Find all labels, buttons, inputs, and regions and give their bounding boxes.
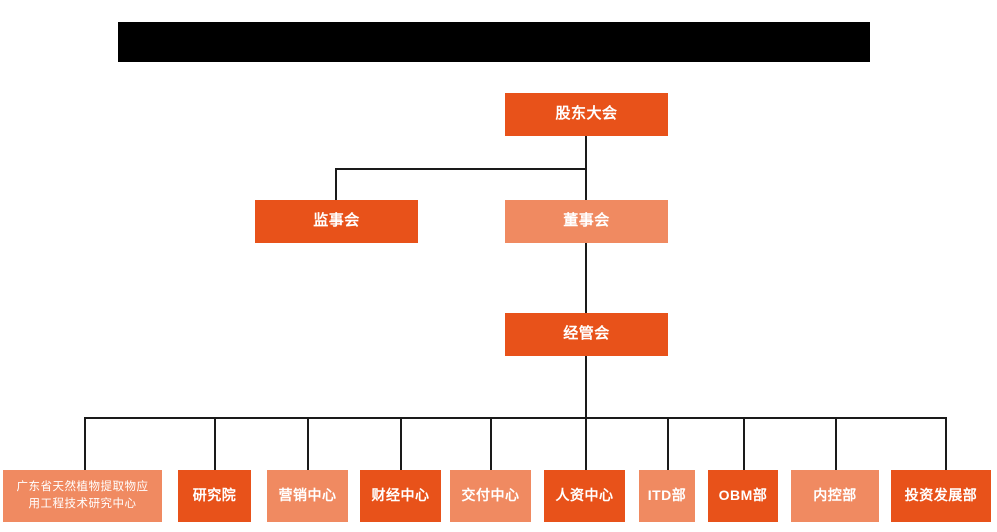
connector-shareholders-down — [585, 136, 587, 170]
node-management-committee-label: 经管会 — [563, 325, 610, 343]
node-internal-control-department-label: 内控部 — [813, 487, 857, 504]
node-finance-center[interactable]: 财经中心 — [360, 470, 441, 522]
connector-departments-bus — [84, 417, 946, 419]
node-board-of-supervisors[interactable]: 监事会 — [255, 200, 418, 243]
node-itd-department[interactable]: ITD部 — [639, 470, 695, 522]
connector-to-finance-center — [400, 417, 402, 470]
node-internal-control-department[interactable]: 内控部 — [791, 470, 879, 522]
node-hr-center[interactable]: 人资中心 — [544, 470, 625, 522]
node-itd-department-label: ITD部 — [647, 487, 687, 504]
connector-to-research-institute — [214, 417, 216, 470]
node-board-of-supervisors-label: 监事会 — [313, 212, 360, 230]
connector-to-itd-department — [667, 417, 669, 470]
redacted-title-bar — [118, 22, 870, 62]
node-hr-center-label: 人资中心 — [555, 487, 614, 504]
node-shareholders-meeting[interactable]: 股东大会 — [505, 93, 668, 136]
connector-to-supervisors — [335, 168, 337, 200]
node-investment-development-department[interactable]: 投资发展部 — [891, 470, 991, 522]
connector-to-internal-control-department — [835, 417, 837, 470]
connector-to-hr-center — [585, 417, 587, 470]
connector-management-down — [585, 355, 587, 418]
node-research-institute[interactable]: 研究院 — [178, 470, 251, 522]
node-guangdong-research-center-label: 广东省天然植物提取物应 用工程技术研究中心 — [16, 481, 149, 510]
connector-to-delivery-center — [490, 417, 492, 470]
connector-directors-to-management — [585, 242, 587, 313]
node-guangdong-research-center[interactable]: 广东省天然植物提取物应 用工程技术研究中心 — [3, 470, 162, 522]
node-obm-department[interactable]: OBM部 — [708, 470, 778, 522]
node-marketing-center[interactable]: 营销中心 — [267, 470, 348, 522]
node-board-of-directors-label: 董事会 — [563, 212, 610, 230]
node-investment-development-department-label: 投资发展部 — [904, 487, 978, 504]
node-management-committee[interactable]: 经管会 — [505, 313, 668, 356]
node-board-of-directors[interactable]: 董事会 — [505, 200, 668, 243]
connector-to-investment-development-department — [945, 417, 947, 470]
connector-level2-bus — [335, 168, 587, 170]
node-finance-center-label: 财经中心 — [371, 487, 430, 504]
node-research-institute-label: 研究院 — [192, 487, 237, 504]
connector-to-obm-department — [743, 417, 745, 470]
node-marketing-center-label: 营销中心 — [278, 487, 337, 504]
node-obm-department-label: OBM部 — [718, 487, 768, 504]
connector-to-directors — [585, 168, 587, 200]
connector-to-guangdong-research-center — [84, 417, 86, 470]
node-delivery-center[interactable]: 交付中心 — [450, 470, 531, 522]
node-delivery-center-label: 交付中心 — [461, 487, 520, 504]
node-shareholders-meeting-label: 股东大会 — [555, 105, 618, 123]
connector-to-marketing-center — [307, 417, 309, 470]
